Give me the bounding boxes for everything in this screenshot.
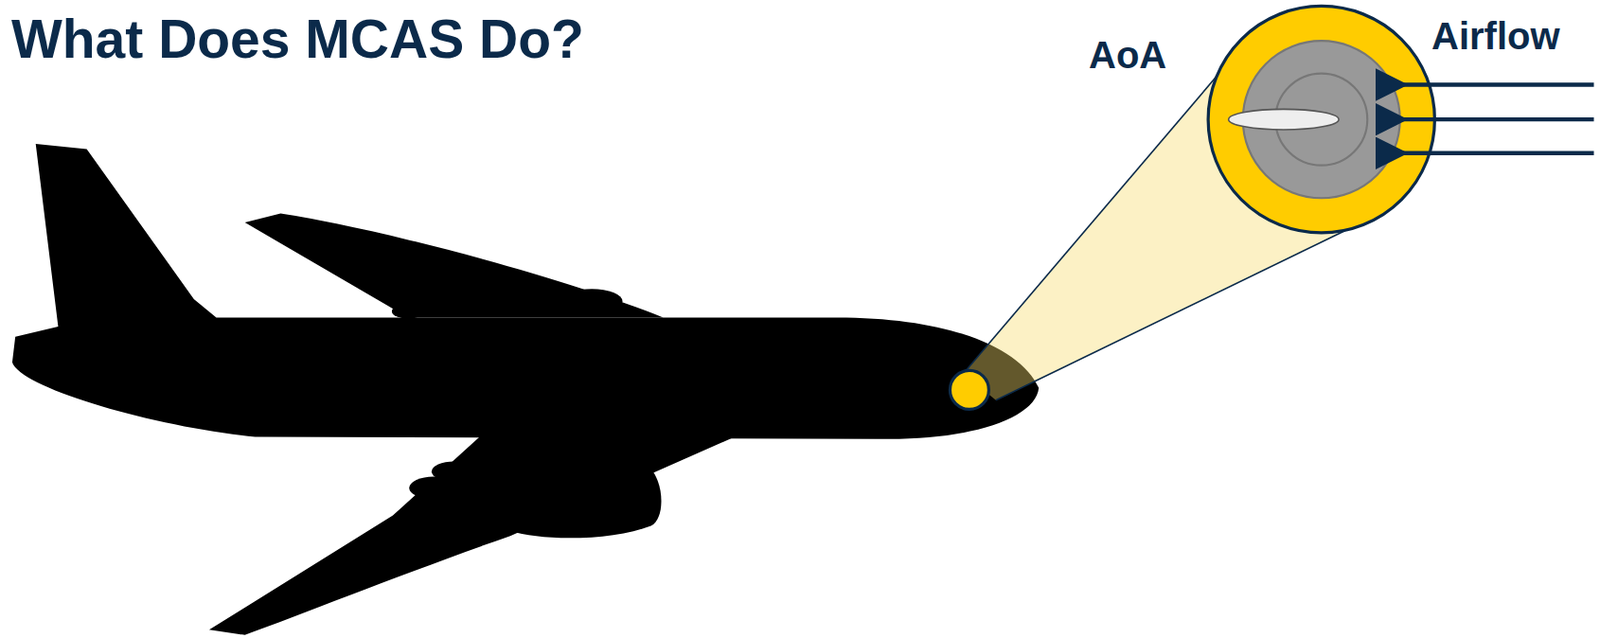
fuselage xyxy=(12,143,1039,440)
magnify-cone xyxy=(962,69,1345,400)
airflow-arrow xyxy=(1379,151,1594,156)
diagram-title: What Does MCAS Do? xyxy=(11,7,585,71)
callout-label: Airflow xyxy=(1431,15,1561,58)
airflow-arrow xyxy=(1379,82,1594,87)
near-wing xyxy=(209,437,735,636)
wing-fairing xyxy=(391,303,425,319)
airflow-arrow xyxy=(1379,117,1594,122)
leader-line xyxy=(962,69,1223,374)
leader-line xyxy=(995,231,1346,401)
aoa-vane xyxy=(1228,108,1339,130)
fuselage-bump xyxy=(561,288,623,314)
engine xyxy=(510,471,662,538)
callout-label: AoA xyxy=(1088,34,1167,77)
flap-fairing xyxy=(431,461,477,482)
aoa-sensor xyxy=(949,370,989,409)
far-wing xyxy=(245,213,664,318)
